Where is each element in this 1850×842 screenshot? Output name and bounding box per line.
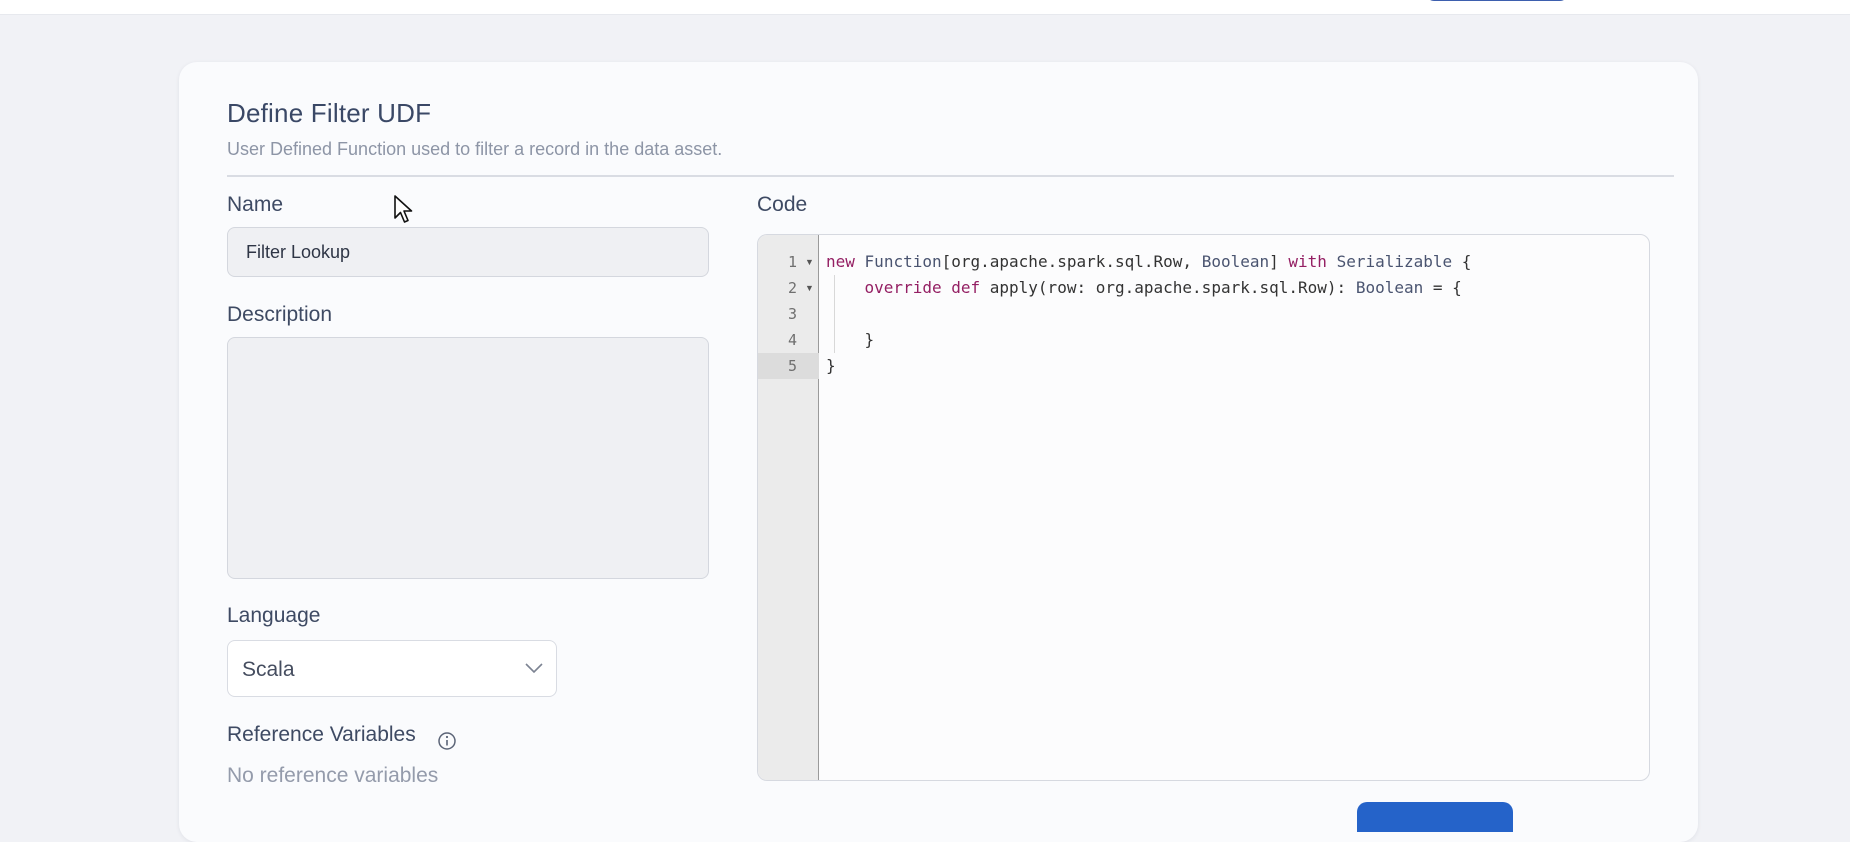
code-line-4: } [826,330,875,349]
define-filter-udf-card: Define Filter UDF User Defined Function … [179,62,1698,842]
description-label: Description [227,303,333,326]
language-select-value: Scala [242,658,295,681]
page-title: Define Filter UDF [227,98,432,128]
code-editor[interactable]: 1 2 3 4 5 ▼ ▼ new Function[org.apache.sp… [757,234,1650,781]
code-line-1: new Function[org.apache.spark.sql.Row, B… [826,252,1472,271]
code-line-2: override def apply(row: org.apache.spark… [864,278,1462,297]
description-textarea[interactable] [227,337,709,579]
save-button[interactable] [1357,802,1513,832]
line-number: 2 [788,279,798,297]
info-icon[interactable] [437,731,457,751]
fold-arrow-icon[interactable]: ▼ [805,257,814,267]
indent-guide [834,275,835,353]
chevron-down-icon [525,663,543,674]
code-label: Code [757,193,808,216]
editor-gutter: 1 2 3 4 5 ▼ ▼ [758,235,819,780]
reference-variables-empty-text: No reference variables [227,764,439,787]
line-number: 3 [788,305,798,323]
name-input[interactable] [227,227,709,277]
mouse-pointer-icon [394,195,413,223]
line-number: 4 [788,331,798,349]
line-number: 1 [788,253,798,271]
top-bar-button[interactable] [1426,0,1568,1]
code-line-5: } [826,356,836,375]
reference-variables-label: Reference Variables [227,723,416,746]
top-bar [0,0,1850,15]
language-label: Language [227,604,321,627]
language-select[interactable]: Scala [227,640,557,697]
line-number-active: 5 [758,353,819,379]
header-divider [227,175,1674,177]
name-label: Name [227,193,284,216]
fold-arrow-icon[interactable]: ▼ [805,283,814,293]
page-subtitle: User Defined Function used to filter a r… [227,139,723,159]
